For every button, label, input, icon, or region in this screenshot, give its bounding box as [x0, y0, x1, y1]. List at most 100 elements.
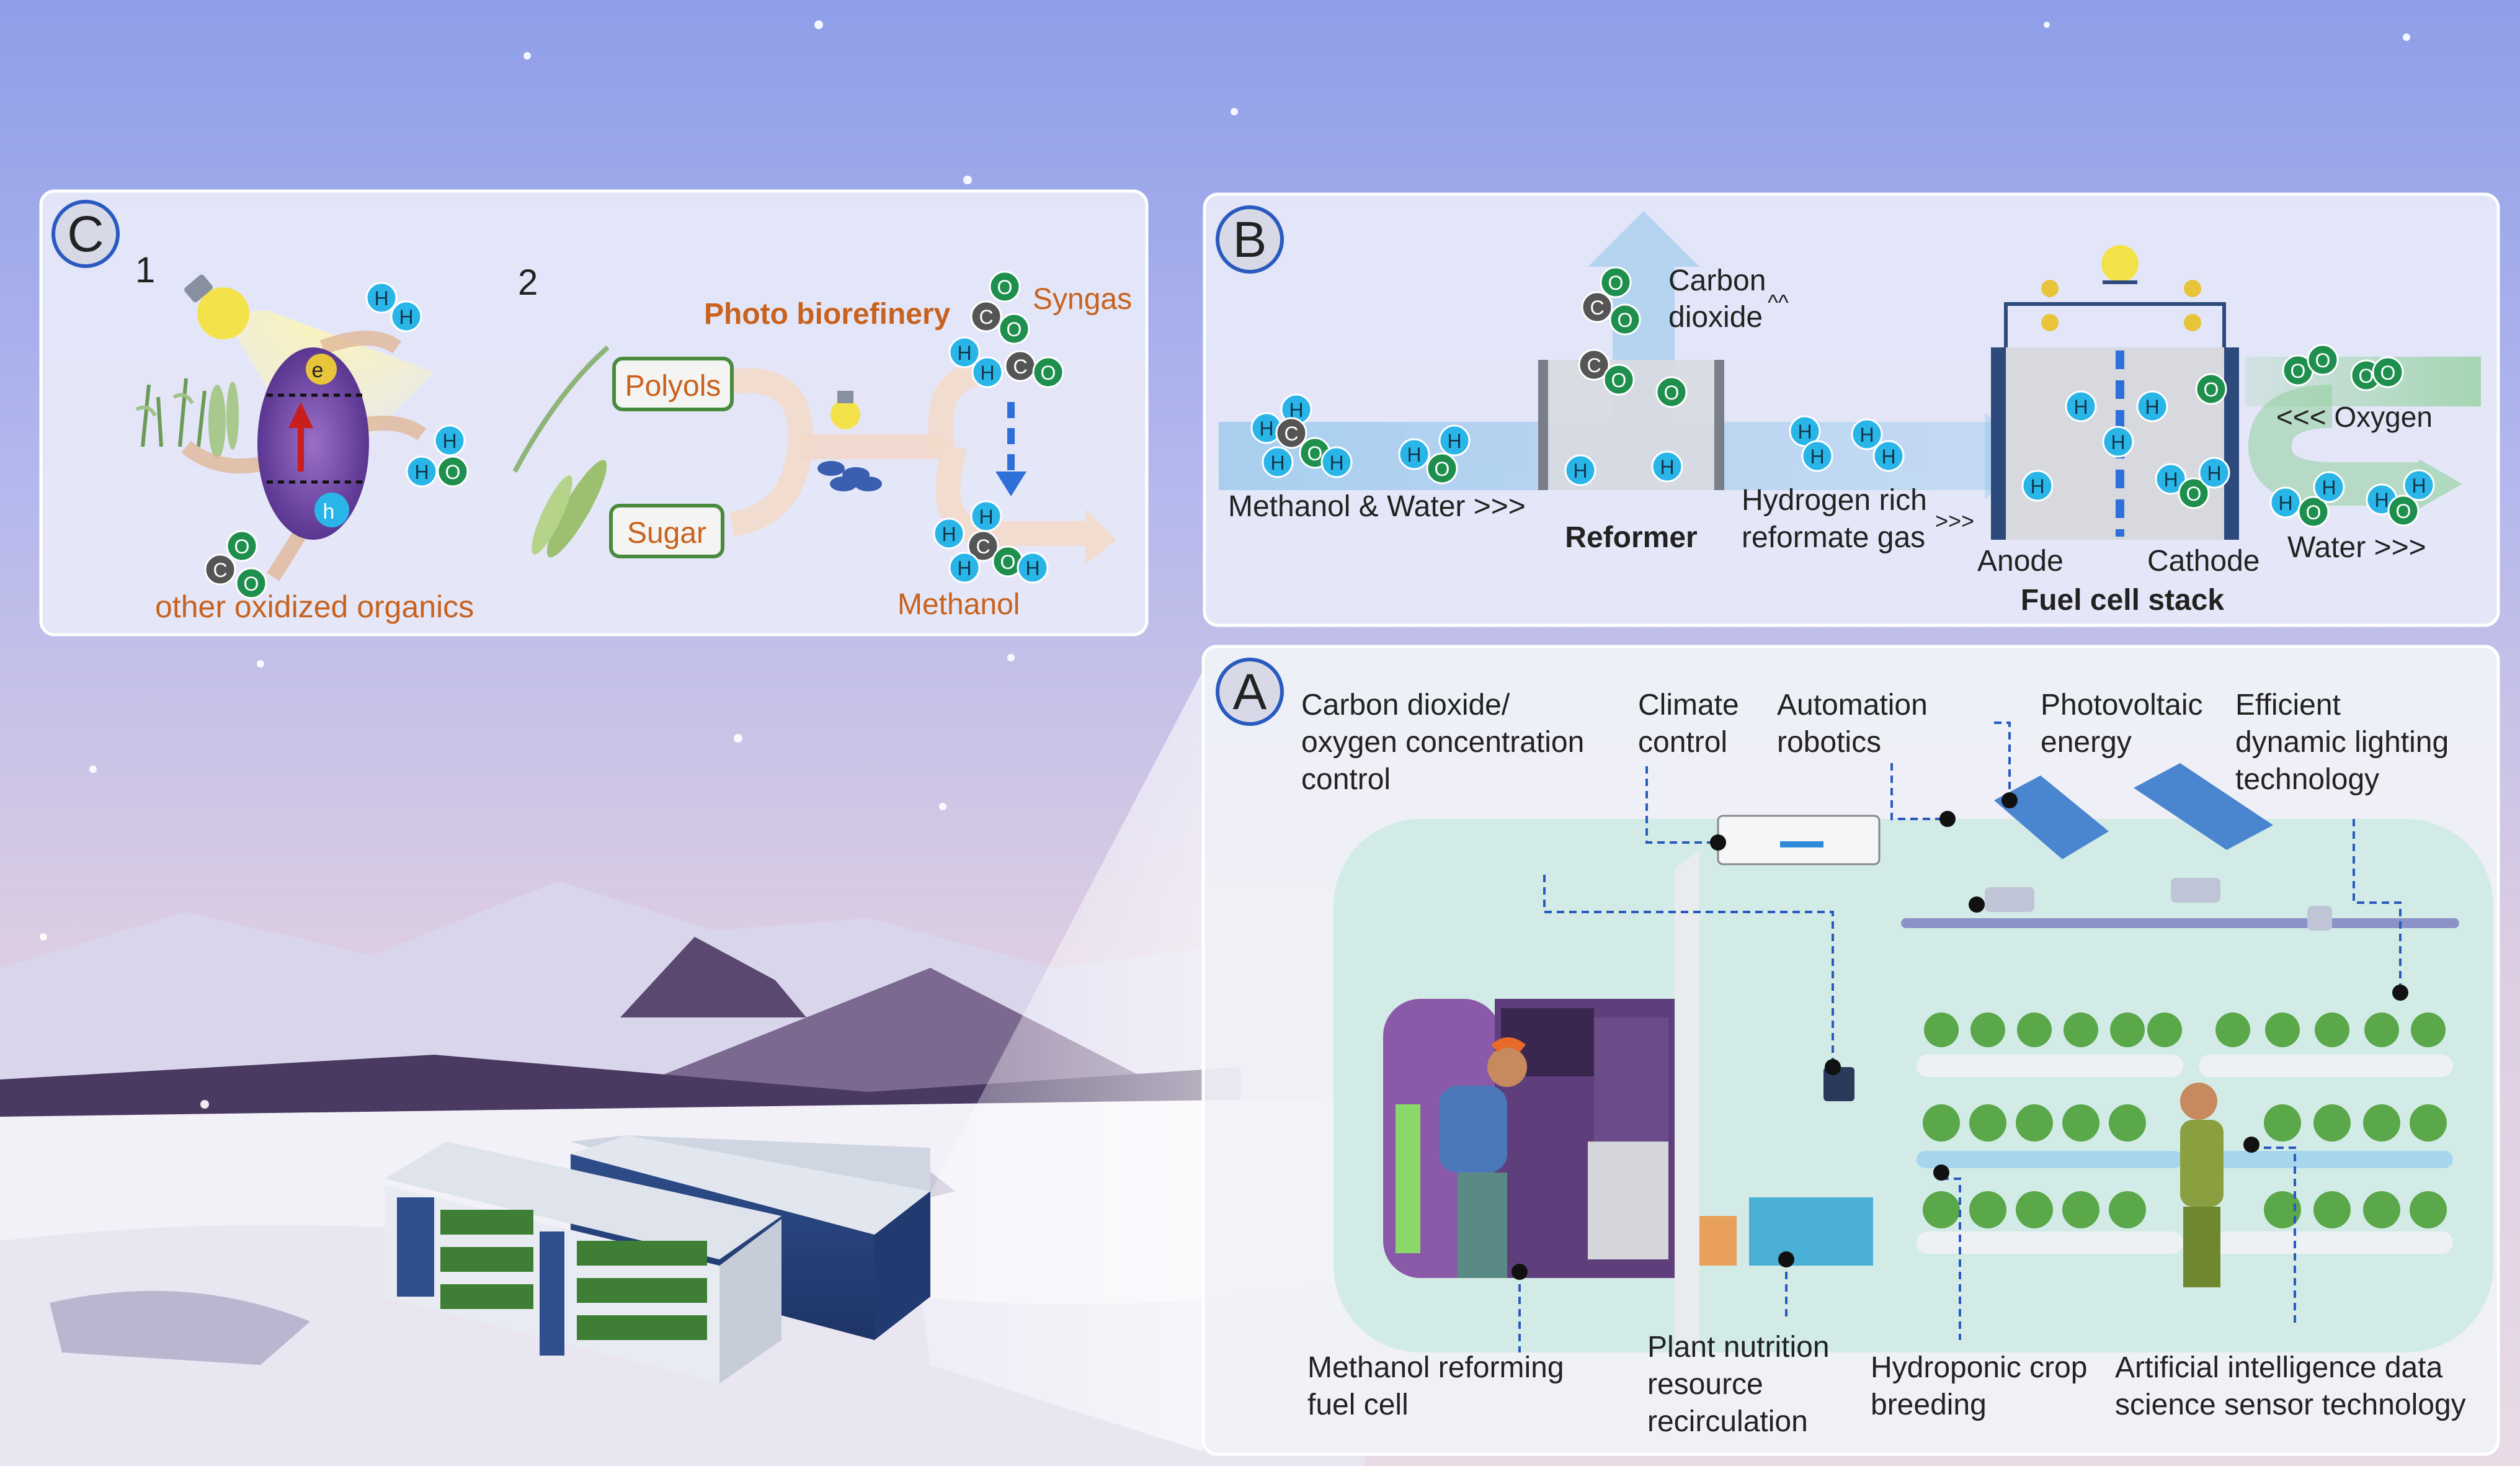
svg-text:H: H [442, 430, 456, 452]
atom-o-10: O [998, 313, 1030, 345]
atom-h-56: H [2313, 471, 2345, 503]
svg-text:O: O [2380, 362, 2396, 384]
robotic-cameras [1985, 878, 2332, 931]
atom-h-42: H [2065, 390, 2097, 422]
atom-o-5: O [226, 530, 258, 562]
leader-lines [1518, 722, 2402, 1352]
operator-person [1439, 1037, 1527, 1278]
atom-h-2: H [434, 424, 466, 457]
step-1-label: 1 [135, 250, 155, 290]
anode-label: Anode [1977, 545, 2064, 578]
svg-text:Sugar: Sugar [627, 517, 706, 550]
hydroponic-label-1: Hydroponic crop [1871, 1351, 2088, 1384]
cathode-label: Cathode [2147, 545, 2260, 578]
fuel-cell-stack-label: Fuel cell stack [2021, 584, 2224, 617]
atom-o-8: O [989, 270, 1021, 303]
atom-h-15: H [970, 500, 1002, 532]
atom-h-16: H [933, 517, 965, 550]
atom-o-26: O [1655, 376, 1688, 408]
atom-h-43: H [2102, 426, 2134, 458]
step-2-label: 2 [518, 262, 538, 303]
farmer-person [2180, 1083, 2224, 1287]
automation-label-2: robotics [1777, 726, 1881, 759]
svg-text:O: O [1041, 362, 1056, 384]
svg-text:H: H [1660, 456, 1674, 478]
atom-h-36: H [1564, 454, 1596, 486]
atom-h-49: H [2198, 457, 2230, 489]
ai-sensor-label-2: science sensor technology [2115, 1388, 2466, 1421]
svg-text:O: O [1611, 369, 1627, 391]
atom-o-48: O [2178, 477, 2210, 509]
badge-c-letter: C [67, 206, 104, 262]
badge-b-letter: B [1233, 212, 1267, 268]
svg-text:H: H [979, 506, 993, 528]
climate-control-label-1: Climate [1638, 689, 1739, 722]
nutrition-label-3: recirculation [1647, 1405, 1808, 1438]
atom-h-40: H [1851, 418, 1883, 450]
atom-h-59: H [2403, 469, 2435, 501]
svg-text:O: O [2315, 349, 2331, 372]
hydrogen-rich-label-1: Hydrogen rich [1742, 484, 1927, 517]
svg-text:C: C [1590, 297, 1604, 319]
svg-text:H: H [1810, 445, 1824, 468]
atom-h-38: H [1789, 415, 1821, 447]
lighting-label-2: dynamic lighting [2235, 726, 2449, 759]
svg-text:O: O [2359, 365, 2374, 387]
fuel-cell-label-1: Methanol reforming [1307, 1351, 1564, 1384]
co2-control-label-2: oxygen concentration [1301, 726, 1584, 759]
svg-text:H: H [2207, 462, 2221, 485]
water-label: Water >>> [2287, 531, 2426, 564]
co2-control-label-1: Carbon dioxide/ [1301, 689, 1510, 722]
atom-o-18: O [992, 545, 1024, 578]
atom-h-28: H [1250, 412, 1283, 444]
shipping-containers [385, 1135, 930, 1383]
svg-text:C: C [976, 535, 990, 558]
atom-h-1: H [390, 300, 422, 333]
svg-text:C: C [213, 559, 227, 581]
atom-c-22: C [1581, 291, 1613, 323]
atom-h-0: H [365, 282, 398, 314]
atom-h-54: H [2269, 486, 2302, 519]
catalyst-pellets-icon [817, 461, 882, 491]
atom-o-34: O [1426, 452, 1458, 485]
svg-text:O: O [1435, 458, 1450, 480]
methanol-label: Methanol [897, 588, 1020, 621]
photocatalyst-cell [257, 347, 369, 540]
panel-a: A [1201, 645, 2500, 1456]
badge-a-letter: A [1233, 664, 1267, 720]
atom-c-24: C [1578, 349, 1610, 381]
atom-o-53: O [2372, 356, 2404, 388]
svg-text:H: H [1270, 452, 1284, 474]
nutrition-label-1: Plant nutrition [1647, 1331, 1830, 1364]
svg-text:H: H [2374, 489, 2389, 511]
svg-text:H: H [1329, 452, 1343, 474]
svg-text:H: H [1447, 430, 1461, 452]
svg-text:O: O [1000, 551, 1016, 573]
svg-text:H: H [2163, 468, 2178, 491]
sugar-box: Sugar [609, 504, 724, 558]
anode-electrode [1991, 347, 2006, 540]
solar-panel-2 [2134, 763, 2273, 850]
methanol-fuel-cell-machine [1383, 999, 1675, 1278]
svg-text:O: O [1007, 318, 1022, 341]
nutrition-label-2: resource [1647, 1368, 1763, 1401]
atom-o-45: O [2195, 373, 2227, 405]
svg-text:H: H [980, 362, 994, 384]
photovoltaic-label-2: energy [2041, 726, 2132, 759]
atom-h-3: H [406, 455, 438, 488]
atom-c-6: C [204, 553, 236, 586]
svg-text:O: O [1307, 442, 1323, 465]
svg-text:O: O [445, 461, 461, 483]
climate-control-label-2: control [1638, 726, 1727, 759]
atom-h-44: H [2136, 390, 2168, 422]
svg-text:H: H [942, 523, 956, 545]
svg-text:H: H [2030, 475, 2044, 498]
svg-text:O: O [234, 535, 250, 558]
svg-text:O: O [2204, 378, 2219, 401]
atom-h-11: H [948, 336, 981, 369]
syngas-to-methanol-arrow [995, 472, 1026, 496]
atom-c-13: C [1004, 350, 1036, 382]
atom-c-29: C [1275, 417, 1307, 449]
svg-text:Polyols: Polyols [625, 370, 721, 403]
